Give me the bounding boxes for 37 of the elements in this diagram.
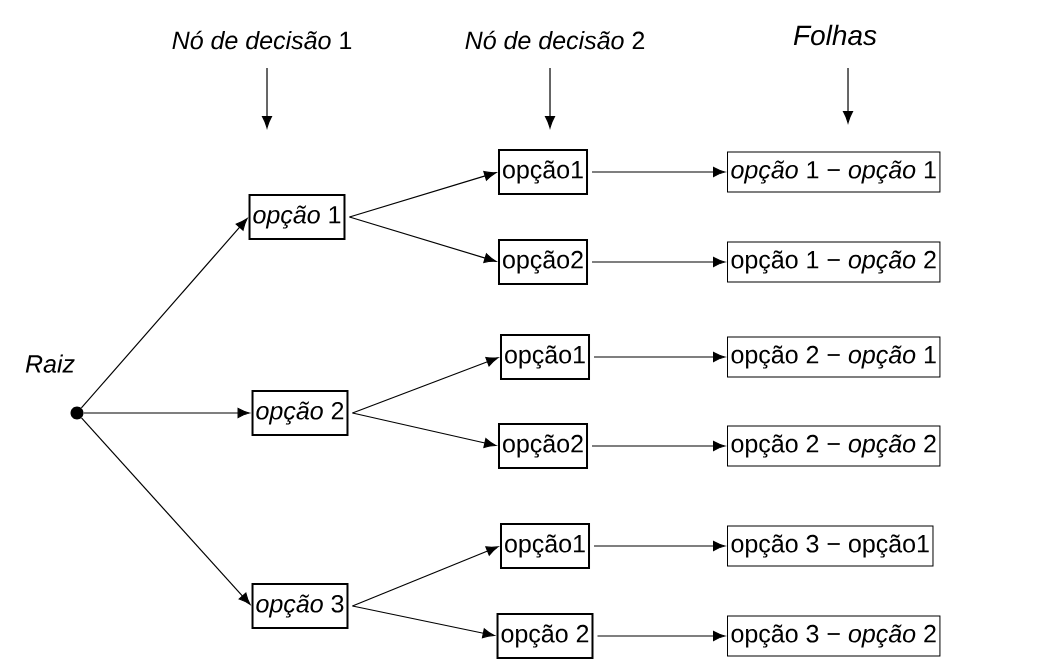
option-box: opção 2 xyxy=(496,613,594,659)
option-box: opção2 xyxy=(498,239,588,285)
option-box: opção1 xyxy=(500,334,590,380)
arrow xyxy=(591,256,726,268)
arrow xyxy=(351,357,499,414)
option-box: opção1 xyxy=(498,149,588,195)
arrow xyxy=(348,216,497,263)
option-box: opção 3 xyxy=(251,583,349,629)
option-box: opção 2 xyxy=(251,390,349,436)
leaf-box: opção 2 − opção 2 xyxy=(727,425,941,467)
option-box: opção2 xyxy=(498,423,588,469)
arrow xyxy=(593,540,726,552)
arrow xyxy=(351,605,495,639)
arrow xyxy=(591,440,726,452)
root-label: Raiz xyxy=(25,354,75,373)
option-box: opção1 xyxy=(500,523,590,569)
leaf-box: opção 3 − opção1 xyxy=(727,525,934,567)
arrow xyxy=(596,630,726,642)
arrow xyxy=(83,407,250,419)
direction-arrow xyxy=(261,67,273,129)
arrow xyxy=(591,166,726,177)
column-heading: Nó de decisão 2 xyxy=(465,30,645,50)
arrow xyxy=(351,412,497,448)
arrow xyxy=(348,171,497,218)
arrow xyxy=(593,351,726,363)
arrow xyxy=(80,417,251,605)
leaf-box: opção 1 − opção 2 xyxy=(727,241,941,283)
direction-arrow xyxy=(545,67,556,129)
direction-arrow xyxy=(843,67,854,124)
leaf-box: opção 2 − opção 1 xyxy=(727,336,941,378)
column-heading: Nó de decisão 1 xyxy=(172,30,352,50)
option-box: opção 1 xyxy=(248,194,346,240)
leaf-box: opção 3 − opção 2 xyxy=(727,615,941,657)
arrow xyxy=(351,546,499,607)
leaf-box: opção 1 − opção 1 xyxy=(727,151,941,193)
column-heading: Folhas xyxy=(793,24,877,46)
arrow xyxy=(80,218,248,409)
